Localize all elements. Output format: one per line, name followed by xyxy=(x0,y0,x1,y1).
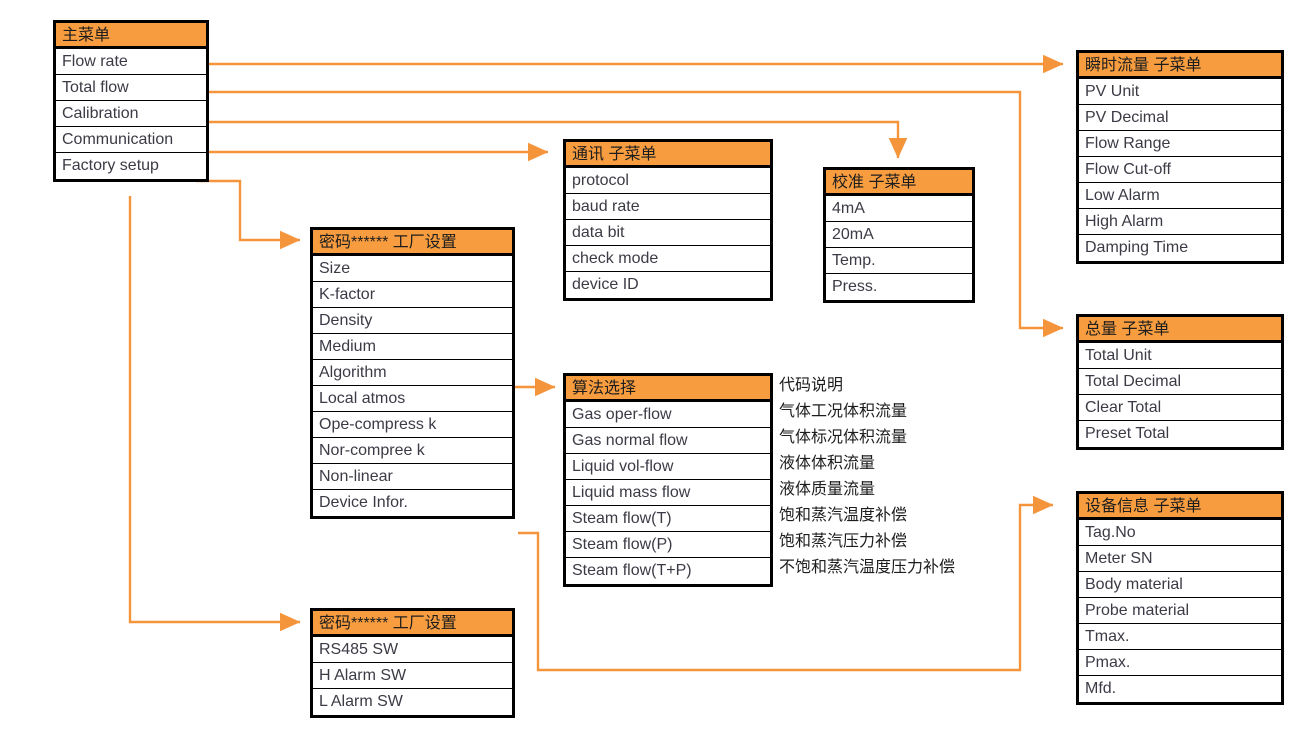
menu-item-high-alarm[interactable]: High Alarm xyxy=(1079,209,1281,235)
menu-item-nor-compree-k[interactable]: Nor-compree k xyxy=(313,438,512,464)
code-description-steam-flow-tp: 不饱和蒸汽温度压力补偿 xyxy=(779,559,956,576)
menu-item-20ma[interactable]: 20mA xyxy=(826,222,972,248)
menu-item-communication[interactable]: Communication xyxy=(56,127,206,153)
connector-factory-setup-top xyxy=(196,179,301,250)
code-description-gas-oper-flow: 气体工况体积流量 xyxy=(779,403,908,420)
menu-item-body-material[interactable]: Body material xyxy=(1079,572,1281,598)
menu-item-liquid-mass-flow[interactable]: Liquid mass flow xyxy=(566,480,770,506)
code-description-gas-normal-flow: 气体标况体积流量 xyxy=(779,429,908,446)
menu-item-device-id[interactable]: device ID xyxy=(566,272,770,298)
connector-calibration xyxy=(196,120,908,159)
menu-item-total-flow[interactable]: Total flow xyxy=(56,75,206,101)
panel-communication-submenu: 通讯 子菜单 protocol baud rate data bit check… xyxy=(563,139,773,301)
algorithm-code-description-list: 代码说明 气体工况体积流量 气体标况体积流量 液体体积流量 液体质量流量 饱和蒸… xyxy=(779,373,1039,581)
panel-header-total-flow: 总量 子菜单 xyxy=(1079,317,1281,343)
connector-factory-setup-bottom xyxy=(128,196,301,632)
menu-item-pmax[interactable]: Pmax. xyxy=(1079,650,1281,676)
menu-item-flow-rate[interactable]: Flow rate xyxy=(56,49,206,75)
menu-item-rs485-sw[interactable]: RS485 SW xyxy=(313,637,512,663)
panel-calibration-submenu: 校准 子菜单 4mA 20mA Temp. Press. xyxy=(823,167,975,303)
panel-total-flow-submenu: 总量 子菜单 Total Unit Total Decimal Clear To… xyxy=(1076,314,1284,450)
menu-item-press[interactable]: Press. xyxy=(826,274,972,300)
panel-header-main-menu: 主菜单 xyxy=(56,23,206,49)
menu-item-probe-material[interactable]: Probe material xyxy=(1079,598,1281,624)
menu-item-data-bit[interactable]: data bit xyxy=(566,220,770,246)
code-description-liquid-mass-flow: 液体质量流量 xyxy=(779,481,876,498)
panel-algorithm-selection: 算法选择 Gas oper-flow Gas normal flow Liqui… xyxy=(563,373,773,587)
panel-flow-rate-submenu: 瞬时流量 子菜单 PV Unit PV Decimal Flow Range F… xyxy=(1076,50,1284,264)
menu-item-low-alarm[interactable]: Low Alarm xyxy=(1079,183,1281,209)
menu-item-device-infor[interactable]: Device Infor. xyxy=(313,490,512,516)
menu-item-gas-normal-flow[interactable]: Gas normal flow xyxy=(566,428,770,454)
menu-item-density[interactable]: Density xyxy=(313,308,512,334)
code-description-steam-flow-t: 饱和蒸汽温度补偿 xyxy=(779,507,908,524)
panel-header-flow-rate: 瞬时流量 子菜单 xyxy=(1079,53,1281,79)
menu-item-mfd[interactable]: Mfd. xyxy=(1079,676,1281,702)
panel-header-device-info: 设备信息 子菜单 xyxy=(1079,494,1281,520)
menu-item-liquid-vol-flow[interactable]: Liquid vol-flow xyxy=(566,454,770,480)
menu-item-pv-unit[interactable]: PV Unit xyxy=(1079,79,1281,105)
menu-item-l-alarm-sw[interactable]: L Alarm SW xyxy=(313,689,512,715)
menu-item-temp[interactable]: Temp. xyxy=(826,248,972,274)
menu-item-size[interactable]: Size xyxy=(313,256,512,282)
menu-item-algorithm[interactable]: Algorithm xyxy=(313,360,512,386)
menu-item-steam-flow-tp[interactable]: Steam flow(T+P) xyxy=(566,558,770,584)
panel-device-info-submenu: 设备信息 子菜单 Tag.No Meter SN Body material P… xyxy=(1076,491,1284,705)
panel-factory-setup-top: 密码****** 工厂设置 Size K-factor Density Medi… xyxy=(310,227,515,519)
menu-item-steam-flow-t[interactable]: Steam flow(T) xyxy=(566,506,770,532)
menu-item-ope-compress-k[interactable]: Ope-compress k xyxy=(313,412,512,438)
code-description-steam-flow-p: 饱和蒸汽压力补偿 xyxy=(779,533,908,550)
menu-item-total-unit[interactable]: Total Unit xyxy=(1079,343,1281,369)
menu-item-tmax[interactable]: Tmax. xyxy=(1079,624,1281,650)
menu-item-protocol[interactable]: protocol xyxy=(566,168,770,194)
code-description-title: 代码说明 xyxy=(779,377,844,394)
menu-item-check-mode[interactable]: check mode xyxy=(566,246,770,272)
panel-header-factory-setup-top: 密码****** 工厂设置 xyxy=(313,230,512,256)
menu-item-pv-decimal[interactable]: PV Decimal xyxy=(1079,105,1281,131)
menu-item-gas-oper-flow[interactable]: Gas oper-flow xyxy=(566,402,770,428)
menu-item-flow-range[interactable]: Flow Range xyxy=(1079,131,1281,157)
code-description-liquid-vol-flow: 液体体积流量 xyxy=(779,455,876,472)
menu-item-k-factor[interactable]: K-factor xyxy=(313,282,512,308)
panel-factory-setup-bottom: 密码****** 工厂设置 RS485 SW H Alarm SW L Alar… xyxy=(310,608,515,718)
menu-item-total-decimal[interactable]: Total Decimal xyxy=(1079,369,1281,395)
panel-header-communication: 通讯 子菜单 xyxy=(566,142,770,168)
panel-header-factory-setup-bottom: 密码****** 工厂设置 xyxy=(313,611,512,637)
menu-item-medium[interactable]: Medium xyxy=(313,334,512,360)
menu-item-damping-time[interactable]: Damping Time xyxy=(1079,235,1281,261)
menu-item-clear-total[interactable]: Clear Total xyxy=(1079,395,1281,421)
menu-item-calibration[interactable]: Calibration xyxy=(56,101,206,127)
menu-item-meter-sn[interactable]: Meter SN xyxy=(1079,546,1281,572)
menu-item-tag-no[interactable]: Tag.No xyxy=(1079,520,1281,546)
panel-header-calibration: 校准 子菜单 xyxy=(826,170,972,196)
menu-item-baud-rate[interactable]: baud rate xyxy=(566,194,770,220)
menu-item-h-alarm-sw[interactable]: H Alarm SW xyxy=(313,663,512,689)
menu-item-preset-total[interactable]: Preset Total xyxy=(1079,421,1281,447)
panel-main-menu: 主菜单 Flow rate Total flow Calibration Com… xyxy=(53,20,209,182)
panel-header-algorithm: 算法选择 xyxy=(566,376,770,402)
menu-item-4ma[interactable]: 4mA xyxy=(826,196,972,222)
menu-item-non-linear[interactable]: Non-linear xyxy=(313,464,512,490)
menu-item-local-atmos[interactable]: Local atmos xyxy=(313,386,512,412)
menu-item-flow-cut-off[interactable]: Flow Cut-off xyxy=(1079,157,1281,183)
menu-item-factory-setup[interactable]: Factory setup xyxy=(56,153,206,179)
menu-item-steam-flow-p[interactable]: Steam flow(P) xyxy=(566,532,770,558)
